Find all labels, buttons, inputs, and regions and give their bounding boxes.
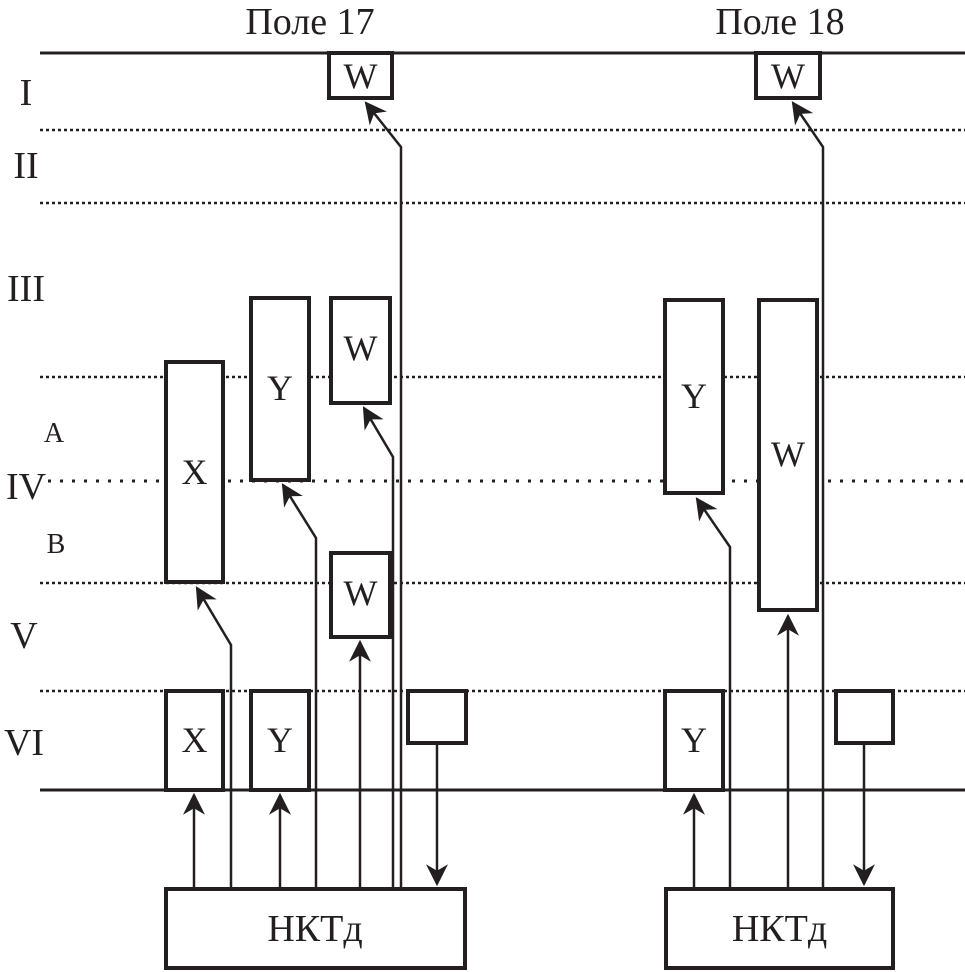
svg-text:W: W — [344, 573, 378, 613]
f18-top-w-box: W — [754, 51, 822, 100]
svg-text:Y: Y — [681, 376, 707, 416]
svg-text:W: W — [771, 434, 805, 474]
f17-projection-w-upper — [362, 406, 395, 889]
svg-text:W: W — [344, 328, 378, 368]
f17-projection-y-tall — [281, 483, 318, 889]
f18-w-tall-box: W — [757, 298, 819, 612]
svg-text:Y: Y — [267, 368, 293, 408]
layer-label-i: I — [20, 72, 33, 114]
f18-y-tall-box: Y — [663, 298, 725, 495]
layer-label-b: B — [47, 529, 66, 560]
f18-source-box: НКТд — [664, 887, 895, 970]
svg-text:X: X — [182, 720, 208, 760]
f17-empty-vi-box — [406, 689, 468, 745]
layer-label-vi: VI — [4, 722, 44, 764]
f17-x-vi-box: X — [164, 689, 225, 792]
svg-text:НКТд: НКТд — [267, 908, 362, 950]
f18-empty-vi-box — [834, 689, 895, 745]
svg-text:W: W — [344, 56, 378, 96]
svg-text:X: X — [182, 452, 208, 492]
f17-w-lower-box: W — [329, 551, 392, 639]
svg-text:НКТд: НКТд — [732, 908, 827, 950]
f18-projection-y-tall — [695, 497, 732, 889]
svg-text:W: W — [771, 56, 805, 96]
svg-text:Y: Y — [681, 720, 707, 760]
layer-label-iv: IV — [6, 466, 47, 508]
f18-y-vi-box: Y — [663, 689, 725, 792]
f17-w-upper-box: W — [329, 296, 392, 405]
f18-projection-w-layer-i — [791, 101, 825, 889]
f17-projection-w-layer-i — [364, 101, 403, 889]
field-18-title: Поле 18 — [715, 1, 844, 43]
field-17-title: Поле 17 — [245, 1, 374, 43]
layer-label-iii: III — [7, 268, 45, 310]
layer-label-a: A — [44, 418, 65, 449]
f17-x-tall-box: X — [164, 360, 225, 584]
layer-label-ii: II — [13, 145, 38, 187]
f17-top-w-box: W — [327, 51, 394, 100]
f17-y-vi-box: Y — [249, 689, 311, 792]
svg-text:Y: Y — [267, 720, 293, 760]
f17-source-box: НКТд — [164, 887, 467, 970]
layer-label-v: V — [10, 615, 38, 657]
f17-y-tall-box: Y — [249, 296, 311, 482]
f17-projection-x-tall — [195, 586, 233, 889]
